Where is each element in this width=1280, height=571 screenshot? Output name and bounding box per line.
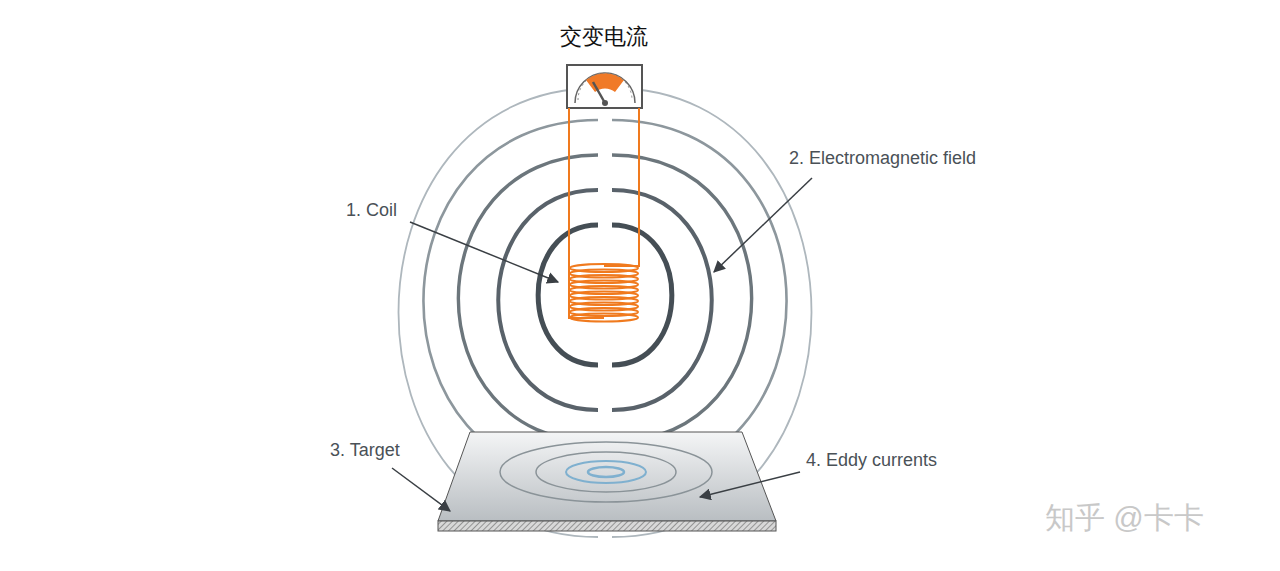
watermark: 知乎 @卡卡 xyxy=(1045,500,1204,536)
coil-winding xyxy=(570,314,638,322)
field-line xyxy=(612,190,712,410)
eddy-currents xyxy=(500,442,712,502)
callout-label: 3. Target xyxy=(330,440,400,462)
field-line xyxy=(498,190,598,410)
title: 交变电流 xyxy=(560,24,648,50)
field-lines xyxy=(399,88,812,537)
callout-label: 2. Electromagnetic field xyxy=(789,148,976,170)
field-line xyxy=(612,225,672,365)
target-plate xyxy=(438,432,776,531)
callout-label: 4. Eddy currents xyxy=(806,450,937,472)
field-line xyxy=(423,120,598,482)
ammeter xyxy=(567,65,642,108)
leader-lines xyxy=(392,178,812,511)
callout-label: 1. Coil xyxy=(346,200,397,222)
coil xyxy=(569,108,639,322)
